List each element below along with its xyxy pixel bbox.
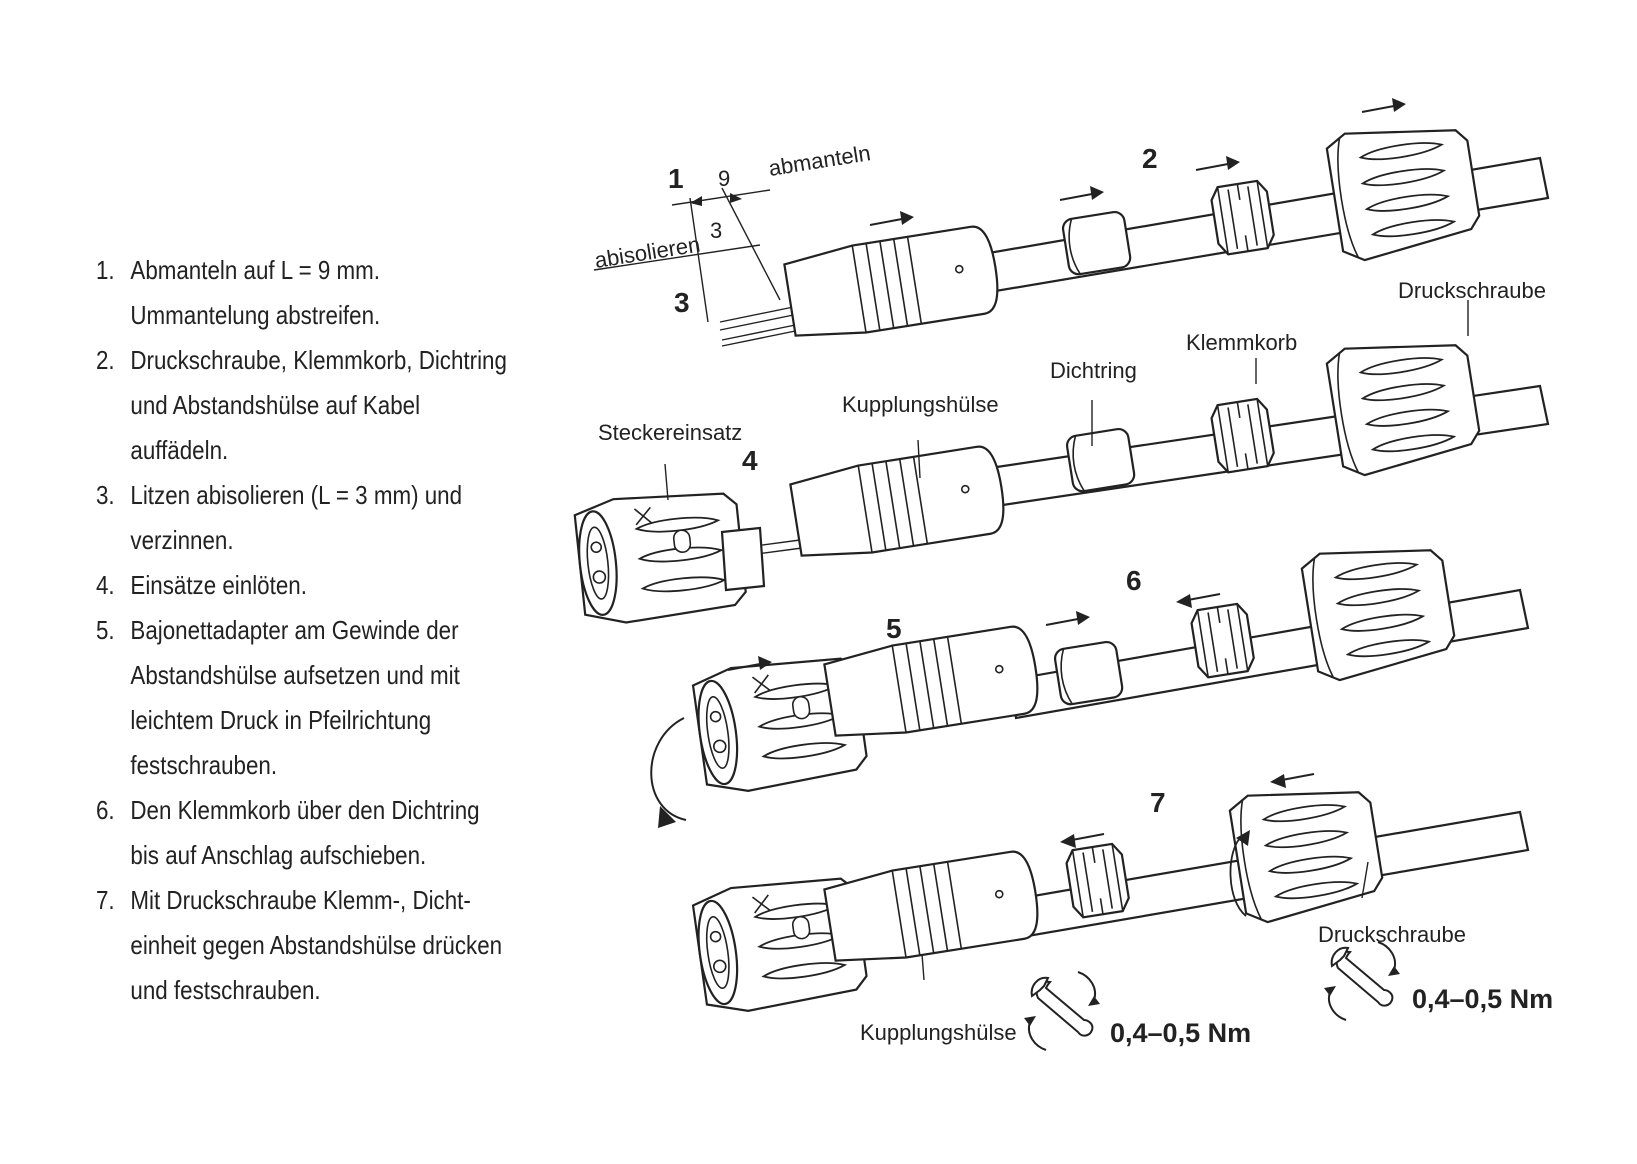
instruction-step-1: 1. Abmanteln auf L = 9 mm. Ummantelung abs… [96,248,560,338]
instruction-step-7: 7. Mit Druckschraube Klemm-, Dicht-einhei… [96,878,560,1013]
instruction-line: verzinnen. [130,525,234,555]
instruction-line: Den Klemmkorb über den Dichtring [130,795,480,825]
step-5: 5 [886,613,902,644]
step-6: 6 [1126,565,1142,596]
instruction-number: 2. [96,345,115,375]
instruction-line: und festschrauben. [130,975,321,1005]
label-kupplungshuelse-top: Kupplungshülse [842,392,999,417]
row-step-7 [691,773,1530,1051]
instruction-line: Bajonettadapter am Gewinde der [130,615,459,645]
instruction-line: Litzen abisolieren (L = 3 mm) und [130,480,463,510]
instruction-line: Ummantelung abstreifen. [130,300,381,330]
row-step-4 [574,330,1550,627]
instruction-step-2: 2. Druckschraube, Klemmkorb, Dichtring und… [96,338,560,473]
label-druckschraube-top: Druckschraube [1398,278,1546,303]
instruction-line: auffädeln. [130,435,229,465]
instruction-line: festschrauben. [130,750,278,780]
instruction-number: 5. [96,615,115,645]
instruction-line: Abstandshülse aufsetzen und mit [130,660,460,690]
row-step-1-2-3 [593,97,1550,347]
label-steckereinsatz: Steckereinsatz [598,420,742,445]
step-numbers: 1 2 3 4 5 6 7 [668,143,1166,818]
instruction-number: 6. [96,795,115,825]
step-7: 7 [1150,787,1166,818]
dimension-3: 3 [710,218,722,243]
step-1: 1 [668,163,684,194]
label-druckschraube-bottom: Druckschraube [1318,922,1466,947]
instruction-line: Einsätze einlöten. [130,570,307,600]
dimension-9: 9 [718,166,730,191]
torque-value-kupplungshuelse: 0,4–0,5 Nm [1110,1018,1251,1048]
instruction-line: Abmanteln auf L = 9 mm. [130,255,381,285]
label-dichtring: Dichtring [1050,358,1137,383]
step-3: 3 [674,287,690,318]
label-kupplungshuelse-bottom: Kupplungshülse [860,1020,1017,1045]
abisolieren-label: abisolieren [593,232,702,273]
instruction-step-3: 3. Litzen abisolieren (L = 3 mm) und verzi… [96,473,560,563]
instruction-step-6: 6. Den Klemmkorb über den Dichtring bis au… [96,788,560,878]
instruction-line: leichtem Druck in Pfeilrichtung [130,705,432,735]
instruction-number: 7. [96,885,115,915]
row-step-5-6 [650,535,1530,828]
label-klemmkorb: Klemmkorb [1186,330,1297,355]
instruction-step-4: 4. Einsätze einlöten. [96,563,560,608]
torque-value-druckschraube: 0,4–0,5 Nm [1412,984,1553,1014]
instruction-line: und Abstandshülse auf Kabel [130,390,421,420]
instruction-number: 1. [96,255,115,285]
instruction-line: Druckschraube, Klemmkorb, Dichtring [130,345,507,375]
instruction-number: 3. [96,480,115,510]
instruction-line: einheit gegen Abstandshülse drücken [130,930,503,960]
step-4: 4 [742,445,758,476]
instruction-number: 4. [96,570,115,600]
abmanteln-label: abmanteln [767,140,872,181]
instruction-line: bis auf Anschlag aufschieben. [130,840,427,870]
instruction-list: 1. Abmanteln auf L = 9 mm. Ummantelung abs… [96,248,526,1013]
step-2: 2 [1142,143,1158,174]
instruction-line: Mit Druckschraube Klemm-, Dicht- [130,885,471,915]
